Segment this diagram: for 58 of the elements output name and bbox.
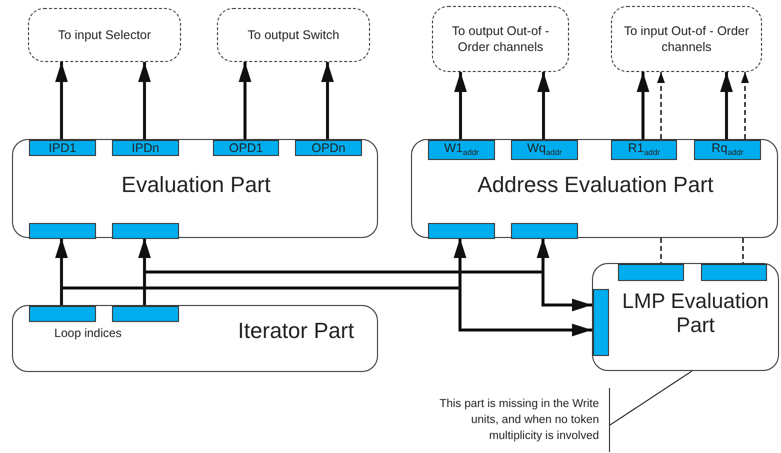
box-label: Loop indices bbox=[53, 327, 123, 341]
arrow bbox=[454, 72, 467, 139]
box-label: To output Switch bbox=[248, 27, 340, 43]
arrow bbox=[60, 286, 592, 336]
port-box bbox=[593, 289, 609, 356]
arrow bbox=[138, 62, 151, 139]
box-label: To output Out-of - Order channels bbox=[450, 23, 550, 55]
port-box bbox=[29, 306, 96, 322]
part-title: Address Evaluation Part bbox=[476, 172, 715, 198]
arrow bbox=[143, 270, 592, 312]
box-label: To input Out-of - Order channels bbox=[622, 23, 750, 55]
arrow bbox=[537, 72, 550, 139]
port-box bbox=[428, 223, 495, 239]
port-box bbox=[511, 223, 578, 239]
port-box bbox=[701, 264, 767, 281]
dashed-rounded-box bbox=[217, 8, 370, 62]
part-title: Evaluation Part bbox=[120, 172, 272, 198]
port-box bbox=[428, 140, 495, 160]
port-label: OPD1 bbox=[228, 141, 264, 155]
port-label: Wq$_{addr}$ bbox=[527, 140, 562, 158]
dashed-rounded-box bbox=[611, 6, 762, 72]
port-label: OPDn bbox=[311, 141, 346, 155]
arrow bbox=[321, 62, 334, 139]
port-box bbox=[618, 264, 684, 281]
port-box bbox=[213, 140, 279, 156]
part-title: LMP Evaluation Part bbox=[621, 290, 770, 338]
port-box bbox=[29, 140, 96, 156]
rounded-box bbox=[592, 263, 779, 371]
rounded-box bbox=[12, 305, 378, 372]
rounded-box bbox=[12, 139, 378, 238]
port-box bbox=[295, 140, 362, 156]
dashed-rounded-box bbox=[28, 8, 181, 62]
arrow bbox=[636, 72, 650, 139]
port-box bbox=[511, 140, 578, 160]
port-box bbox=[29, 223, 96, 239]
arrow bbox=[55, 62, 68, 139]
port-box bbox=[112, 306, 179, 322]
arrow bbox=[657, 72, 665, 139]
port-box bbox=[611, 140, 677, 160]
arrow bbox=[238, 62, 252, 139]
port-label: W1$_{addr}$ bbox=[444, 140, 479, 158]
port-label: Rq$_{addr}$ bbox=[712, 140, 744, 158]
arrow bbox=[741, 72, 749, 139]
leader-line bbox=[610, 370, 692, 426]
port-label: IPD1 bbox=[48, 141, 76, 155]
port-label: R1$_{addr}$ bbox=[628, 140, 660, 158]
box-label: To input Selector bbox=[58, 27, 152, 43]
dashed-rounded-box bbox=[432, 6, 569, 72]
port-box bbox=[112, 223, 179, 239]
arrow bbox=[720, 72, 733, 139]
port-label: IPDn bbox=[132, 141, 160, 155]
part-title: Iterator Part bbox=[236, 318, 356, 344]
dashed-line bbox=[742, 238, 744, 263]
dashed-line bbox=[660, 238, 662, 263]
rounded-box bbox=[411, 139, 778, 238]
port-box bbox=[112, 140, 179, 156]
note-text: This part is missing in the Write units, and when no token multiplicity is involved bbox=[438, 397, 599, 444]
port-box bbox=[694, 140, 761, 160]
